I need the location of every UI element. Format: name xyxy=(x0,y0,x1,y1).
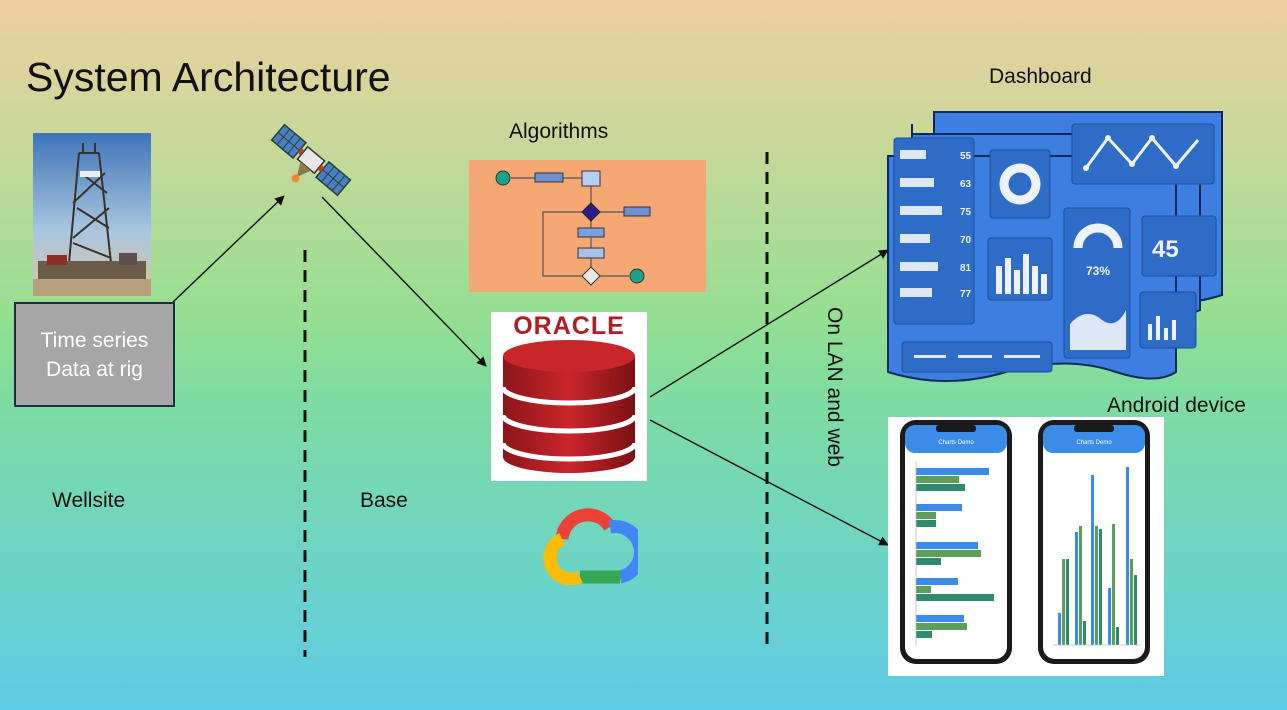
page-title: System Architecture xyxy=(26,54,391,100)
arrow-rig-to-satellite xyxy=(172,195,285,303)
rig-data-line1: Time series xyxy=(40,328,149,352)
dashboard-label: Dashboard xyxy=(989,65,1092,88)
dash-value-5: 77 xyxy=(960,289,972,300)
oracle-database: ORACLE xyxy=(491,312,647,481)
arrow-oracle-to-android xyxy=(649,419,889,546)
drilling-rig-image xyxy=(33,133,151,296)
rig-data-line2: Data at rig xyxy=(46,357,143,381)
arrow-oracle-to-dashboard xyxy=(649,249,889,398)
algorithms-label: Algorithms xyxy=(509,120,609,143)
base-label: Base xyxy=(360,489,408,512)
phone-left-title: Charts Demo xyxy=(938,440,974,446)
dash-gauge-value: 73% xyxy=(1086,264,1110,278)
android-label: Android device xyxy=(1107,394,1246,417)
google-cloud-icon xyxy=(543,508,638,585)
rig-data-box: Time series Data at rig xyxy=(14,302,175,407)
satellite-icon xyxy=(270,123,352,197)
dash-big-number: 45 xyxy=(1152,236,1179,263)
algorithms-flowchart xyxy=(469,160,706,292)
phone-right-title: Charts Demo xyxy=(1076,440,1112,446)
dash-value-2: 75 xyxy=(960,207,972,218)
dash-value-3: 70 xyxy=(960,235,972,246)
dash-value-4: 81 xyxy=(960,263,972,274)
android-phones: Charts Demo Charts Demo xyxy=(888,417,1164,676)
dashboard-screens: 55 63 75 70 81 77 73% 45 xyxy=(887,111,1223,382)
wellsite-label: Wellsite xyxy=(52,489,126,512)
arrow-satellite-to-oracle xyxy=(321,196,487,367)
dash-value-0: 55 xyxy=(960,151,972,162)
dash-value-1: 63 xyxy=(960,179,972,190)
oracle-logo: ORACLE xyxy=(513,312,625,340)
